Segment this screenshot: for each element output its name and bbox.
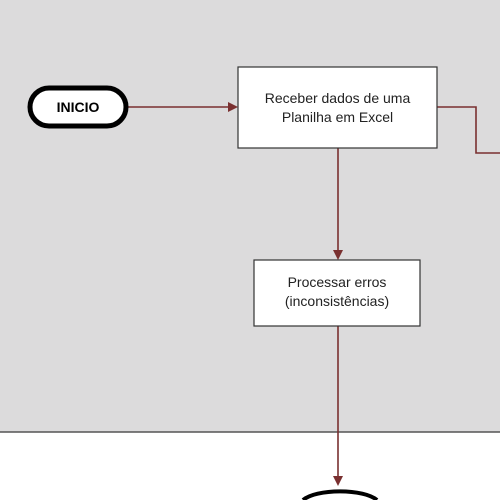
process-step-label-line1: Receber dados de uma bbox=[265, 90, 411, 106]
process-step-box bbox=[237, 66, 438, 149]
process-step-box bbox=[253, 259, 421, 327]
process-step-receive-data[interactable]: Receber dados de uma Planilha em Excel bbox=[237, 66, 438, 149]
process-step-process-errors[interactable]: Processar erros (inconsistências) bbox=[253, 259, 421, 327]
process-step-label-line2: (inconsistências) bbox=[285, 293, 389, 309]
process-step-label-line2: Planilha em Excel bbox=[282, 109, 393, 125]
start-terminator-shape bbox=[27, 85, 129, 129]
connector-receive-offpage bbox=[437, 106, 500, 154]
next-node-partial[interactable] bbox=[301, 489, 379, 500]
start-terminator[interactable]: INICIO bbox=[27, 85, 129, 129]
swimlane-band bbox=[0, 0, 500, 432]
start-label: INICIO bbox=[57, 99, 100, 115]
next-node-shape bbox=[301, 489, 379, 500]
process-step-label-line1: Processar erros bbox=[288, 274, 387, 290]
